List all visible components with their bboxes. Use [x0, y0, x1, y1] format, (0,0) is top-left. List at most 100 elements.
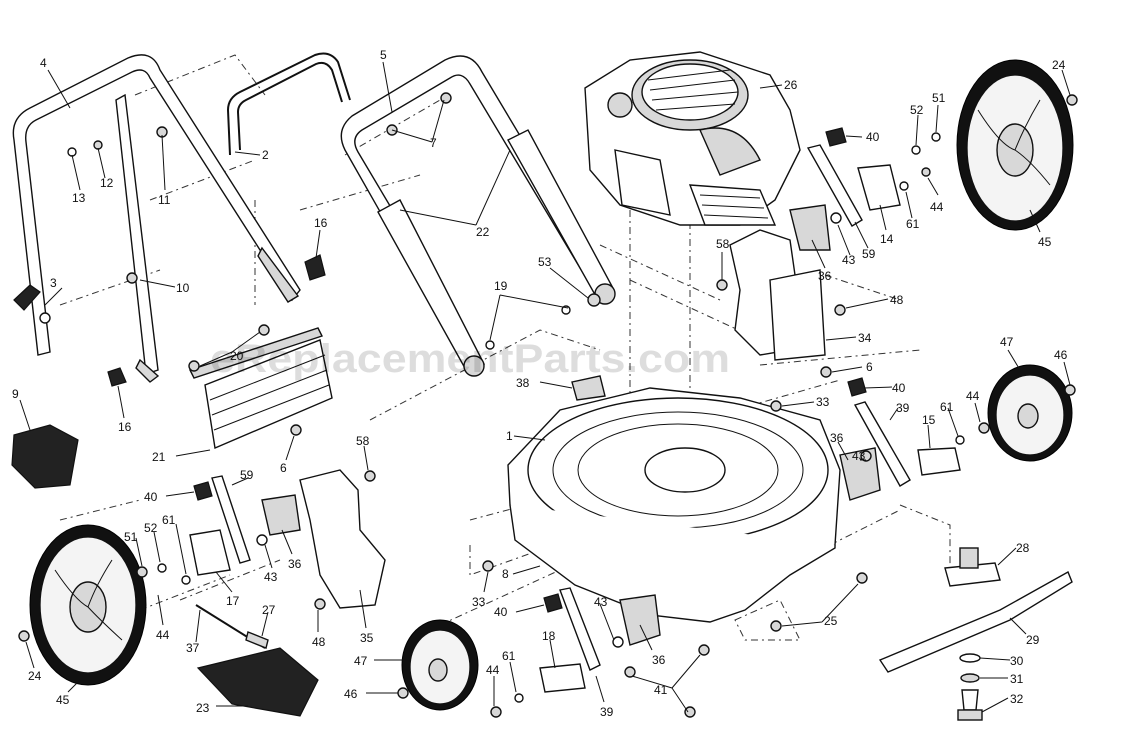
callout-52: 52 — [910, 103, 924, 117]
callout-28: 28 — [1016, 541, 1030, 555]
callout-39: 39 — [896, 401, 910, 415]
callout-27: 27 — [262, 603, 276, 617]
callout-48-lower: 48 — [312, 635, 326, 649]
callout-5: 5 — [380, 48, 387, 62]
callout-40-left: 40 — [144, 490, 158, 504]
callout-37: 37 — [186, 641, 200, 655]
watermark: eReplacementParts.com — [210, 337, 730, 381]
wheel-47-left — [401, 619, 479, 711]
callout-19: 19 — [494, 279, 508, 293]
callout-44-right: 44 — [966, 389, 980, 403]
leader-lines — [19, 61, 1071, 713]
callout-61-lower: 61 — [502, 649, 516, 663]
callout-16: 16 — [314, 216, 328, 230]
callout-12: 12 — [100, 176, 114, 190]
callout-36-lower: 36 — [652, 653, 666, 667]
callout-25: 25 — [824, 614, 838, 628]
callout-45-left: 45 — [56, 693, 70, 707]
callout-58-lower: 58 — [356, 434, 370, 448]
rear-flap-23 — [195, 604, 319, 717]
callout-6: 6 — [866, 360, 873, 374]
callout-33-lower: 33 — [472, 595, 486, 609]
callout-45: 45 — [1038, 235, 1052, 249]
callout-47-left: 47 — [354, 654, 368, 668]
callout-53: 53 — [538, 255, 552, 269]
callout-36-right: 36 — [830, 431, 844, 445]
callout-17: 17 — [226, 594, 240, 608]
callout-36-left: 36 — [288, 557, 302, 571]
callout-13: 13 — [72, 191, 86, 205]
callout-15: 15 — [922, 413, 936, 427]
callout-38: 38 — [516, 376, 530, 390]
wheel-47-right — [987, 364, 1073, 462]
callout-59-left: 59 — [240, 468, 254, 482]
callout-21: 21 — [152, 450, 166, 464]
callout-58: 58 — [716, 237, 730, 251]
knobs-and-grips — [13, 127, 867, 613]
callout-51-left: 51 — [124, 530, 138, 544]
callout-20: 20 — [230, 349, 244, 363]
blade-29 — [878, 571, 1073, 673]
callout-2: 2 — [262, 148, 269, 162]
callout-43: 43 — [842, 253, 856, 267]
callout-61-right: 61 — [940, 400, 954, 414]
callout-1: 1 — [506, 429, 513, 443]
grass-bag-clip-9 — [11, 424, 79, 489]
callout-30: 30 — [1010, 654, 1024, 668]
callout-7: 7 — [430, 136, 437, 150]
callout-22: 22 — [476, 225, 490, 239]
debris-shield-21 — [189, 327, 333, 449]
callout-3: 3 — [50, 276, 57, 290]
callout-33: 33 — [816, 395, 830, 409]
callout-18: 18 — [542, 629, 556, 643]
callout-44: 44 — [930, 200, 944, 214]
callout-34: 34 — [858, 331, 872, 345]
callout-16-lower: 16 — [118, 420, 132, 434]
callout-24: 24 — [1052, 58, 1066, 72]
callout-43-left: 43 — [264, 570, 278, 584]
callout-10: 10 — [176, 281, 190, 295]
callout-59: 59 — [862, 247, 876, 261]
callout-48: 48 — [890, 293, 904, 307]
callout-6-lower: 6 — [280, 461, 287, 475]
callout-35: 35 — [360, 631, 374, 645]
callout-32: 32 — [1010, 692, 1024, 706]
lower-handle-4 — [12, 54, 301, 383]
callout-labels: 4 5 2 7 13 12 11 26 24 52 51 40 44 61 14… — [12, 48, 1068, 719]
control-bail-2 — [226, 52, 351, 156]
callout-46: 46 — [1054, 348, 1068, 362]
callout-39-lower: 39 — [600, 705, 614, 719]
assembly-guide-lines — [59, 54, 951, 641]
blade-hardware — [957, 653, 983, 721]
callout-47: 47 — [1000, 335, 1014, 349]
height-adjuster-brackets — [189, 144, 961, 693]
callout-44-left: 44 — [156, 628, 170, 642]
callout-44-lower: 44 — [486, 663, 500, 677]
hardware-fasteners — [18, 92, 1078, 718]
callout-52-left: 52 — [144, 521, 158, 535]
wheel-45-right — [956, 59, 1074, 231]
callout-36: 36 — [818, 269, 832, 283]
callout-29: 29 — [1026, 633, 1040, 647]
mower-deck-1 — [507, 387, 841, 623]
blade-adapter-28 — [944, 547, 1001, 587]
callout-61: 61 — [906, 217, 920, 231]
callout-26: 26 — [784, 78, 798, 92]
callout-8: 8 — [502, 567, 509, 581]
callout-46-left: 46 — [344, 687, 358, 701]
callout-61-left: 61 — [162, 513, 176, 527]
engine-26 — [584, 51, 801, 226]
callout-40-right: 40 — [892, 381, 906, 395]
callout-41: 41 — [654, 683, 668, 697]
callout-11: 11 — [158, 193, 171, 207]
callout-31: 31 — [1010, 672, 1024, 686]
callout-23: 23 — [196, 701, 210, 715]
upper-handle-5 — [340, 55, 616, 377]
callout-43-lower: 43 — [594, 595, 608, 609]
callout-40-lower: 40 — [494, 605, 508, 619]
callout-24-left: 24 — [28, 669, 42, 683]
callout-14: 14 — [880, 232, 894, 246]
wheel-45-left — [29, 524, 147, 686]
callout-9: 9 — [12, 387, 19, 401]
